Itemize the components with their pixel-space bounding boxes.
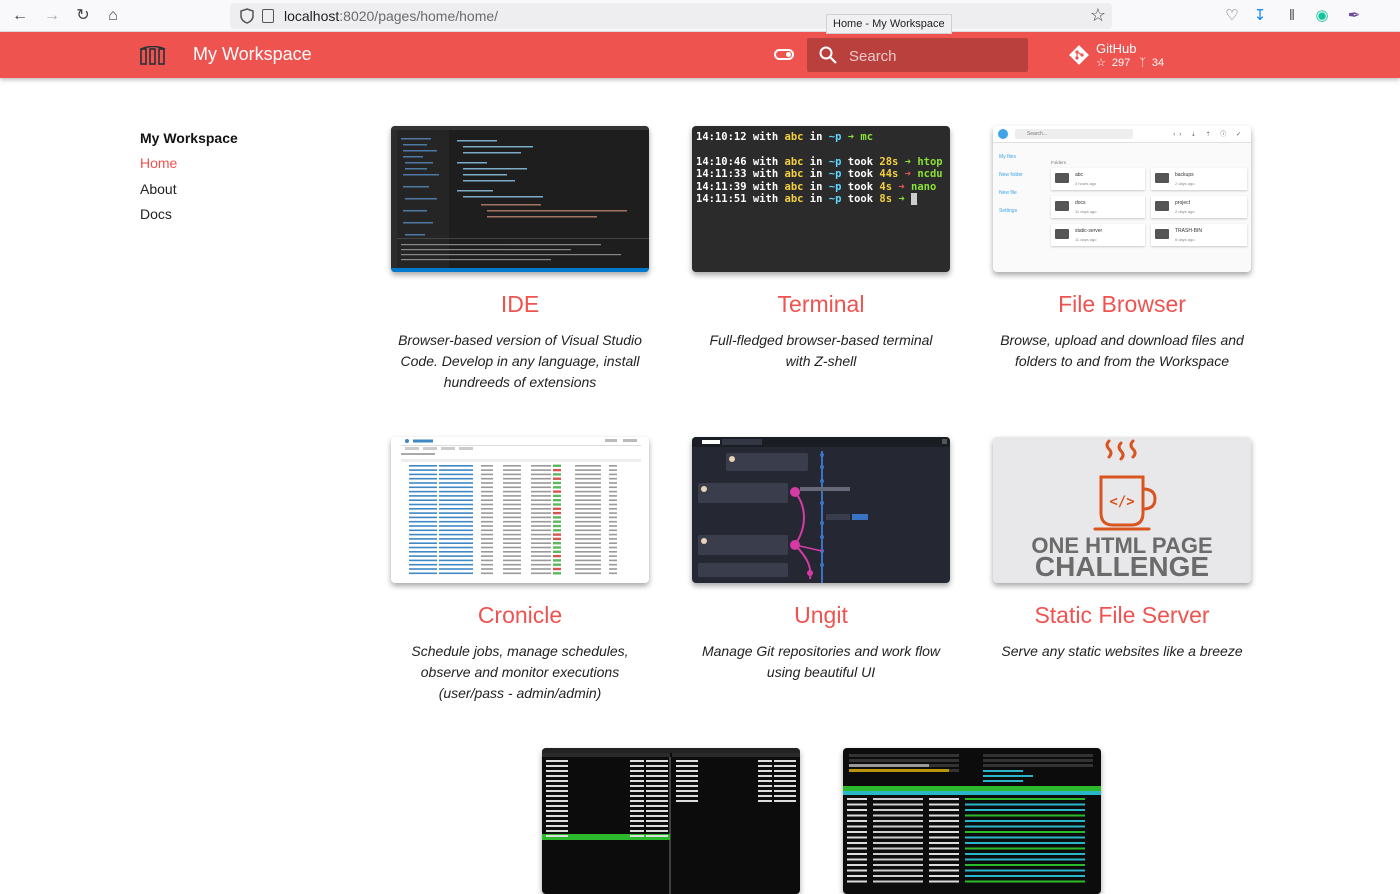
url-bar[interactable]: localhost:8020/pages/home/home/ ☆ xyxy=(230,3,1112,29)
repo-facts: ☆ 297 ᛉ 34 xyxy=(1096,56,1170,69)
card-description: Serve any static websites like a breeze xyxy=(1001,643,1243,659)
tab-tooltip: Home - My Workspace xyxy=(826,14,952,34)
reload-icon[interactable]: ↻ xyxy=(76,7,90,24)
tool-card-static-file-server[interactable]: </> ONE HTML PAGE CHALLENGE Static File … xyxy=(993,437,1251,662)
tool-card-mc[interactable] xyxy=(542,748,800,894)
ide-preview-art xyxy=(391,126,649,272)
app-header: My Workspace GitHub ☆ 297 ᛉ 34 xyxy=(0,32,1400,78)
repo-name: GitHub xyxy=(1096,41,1137,56)
star-icon: ☆ xyxy=(1096,57,1106,69)
logo-icon[interactable] xyxy=(140,46,166,66)
filebrowser-search: Search... xyxy=(1015,129,1133,139)
search-input[interactable] xyxy=(847,38,1021,74)
card-title[interactable]: Cronicle xyxy=(477,602,563,628)
card-description: Full-fledged browser-based terminal with… xyxy=(709,332,933,369)
htop-preview-art xyxy=(843,754,1101,883)
fb-nav-item: My files xyxy=(999,154,1016,160)
terminal-line: 14:11:51 with abc in ~p took 8s ➜ _ xyxy=(696,193,918,205)
card-description: Browser-based version of Visual Studio C… xyxy=(398,332,642,390)
pocket-icon[interactable]: ♡ xyxy=(1225,7,1239,24)
fb-nav-item: New folder xyxy=(999,172,1023,178)
ungit-preview-art xyxy=(692,437,950,583)
terminal-line: 14:11:33 with abc in ~p took 44s ➜ ncdu xyxy=(696,168,943,180)
tool-card-ide[interactable]: IDE Browser-based version of Visual Stud… xyxy=(391,126,649,393)
ide-screenshot xyxy=(391,126,649,272)
forward-icon[interactable]: → xyxy=(44,7,60,24)
tool-card-cronicle[interactable]: Cronicle Schedule jobs, manage schedules… xyxy=(391,437,649,704)
browser-toolbar: ← → ↻ ⌂ localhost:8020/pages/home/home/ … xyxy=(0,0,1400,32)
eyedropper-icon[interactable]: ✒ xyxy=(1347,7,1361,24)
fb-nav-item: New file xyxy=(999,190,1017,196)
sidebar-nav: My Workspace Home About Docs xyxy=(140,128,340,230)
card-description: Browse, upload and download files and fo… xyxy=(1000,332,1244,369)
repo-link[interactable]: GitHub ☆ 297 ᛉ 34 xyxy=(1066,40,1196,72)
code-glyph: </> xyxy=(1109,494,1134,510)
terminal-line: 14:10:46 with abc in ~p took 28s ➜ htop xyxy=(696,155,943,168)
challenge-line-1: ONE HTML PAGE xyxy=(1031,533,1212,558)
fb-section-title: Folders xyxy=(1051,160,1067,165)
downloads-icon[interactable]: ↧ xyxy=(1253,7,1267,24)
search-icon xyxy=(819,46,837,64)
filebrowser-logo-icon xyxy=(998,129,1008,139)
cronicle-preview-art xyxy=(401,439,641,575)
library-icon[interactable]: ‖ xyxy=(1288,7,1296,24)
palette-toggle-icon[interactable] xyxy=(774,49,794,60)
ungit-screenshot xyxy=(692,437,950,583)
card-description: Manage Git repositories and work flow us… xyxy=(701,643,941,680)
shield-icon xyxy=(240,8,254,24)
back-icon[interactable]: ← xyxy=(12,7,28,24)
mc-screenshot xyxy=(542,748,800,894)
bookmark-star-icon[interactable]: ☆ xyxy=(1089,5,1106,25)
tool-card-ungit[interactable]: Ungit Manage Git repositories and work f… xyxy=(692,437,950,683)
card-title[interactable]: File Browser xyxy=(1058,291,1186,317)
card-title[interactable]: Ungit xyxy=(794,602,848,628)
url-path: :8020/pages/home/home/ xyxy=(339,8,499,24)
mc-preview-art xyxy=(542,748,800,894)
htop-screenshot xyxy=(843,748,1101,894)
card-title[interactable]: Terminal xyxy=(777,291,865,317)
challenge-preview-art: </> ONE HTML PAGE CHALLENGE xyxy=(1031,439,1213,582)
fb-nav-item: Settings xyxy=(999,208,1018,214)
sidebar-item-about[interactable]: About xyxy=(140,180,177,197)
site-title[interactable]: My Workspace xyxy=(193,44,312,64)
tool-card-htop[interactable] xyxy=(843,748,1101,894)
git-icon xyxy=(1069,45,1089,65)
sidebar-title: My Workspace xyxy=(140,130,238,146)
star-count: 297 xyxy=(1111,57,1131,69)
tool-card-terminal[interactable]: 14:10:12 with abc in ~p ➜ mc 14:10:46 wi… xyxy=(692,126,950,372)
cronicle-screenshot xyxy=(391,437,649,583)
filebrowser-screenshot: Search... ‹› ⇣ ⇡ ⓘ ✓ My files New folder… xyxy=(993,126,1251,272)
url-host: localhost xyxy=(284,8,340,24)
home-icon[interactable]: ⌂ xyxy=(108,7,118,24)
card-description: Schedule jobs, manage schedules, observe… xyxy=(411,643,629,701)
fork-icon: ᛉ xyxy=(1139,57,1146,69)
card-title[interactable]: IDE xyxy=(500,291,540,317)
card-title[interactable]: Static File Server xyxy=(1034,602,1210,628)
fork-count: 34 xyxy=(1151,57,1165,69)
tool-card-file-browser[interactable]: Search... ‹› ⇣ ⇡ ⓘ ✓ My files New folder… xyxy=(993,126,1251,372)
terminal-line: 14:10:12 with abc in ~p ➜ mc xyxy=(696,131,874,143)
page-icon xyxy=(262,9,274,23)
challenge-line-2: CHALLENGE xyxy=(1035,551,1209,582)
terminal-line: 14:11:39 with abc in ~p took 4s ➜ nano xyxy=(696,180,937,193)
sidebar-item-docs[interactable]: Docs xyxy=(140,206,172,222)
sidebar-item-home[interactable]: Home xyxy=(140,155,178,171)
coffee-cup-icon xyxy=(1093,439,1157,531)
terminal-screenshot: 14:10:12 with abc in ~p ➜ mc 14:10:46 wi… xyxy=(692,126,950,272)
search-box[interactable] xyxy=(807,38,1028,74)
challenge-screenshot: </> ONE HTML PAGE CHALLENGE xyxy=(993,437,1251,583)
grammarly-icon[interactable]: ◉ xyxy=(1315,7,1329,24)
